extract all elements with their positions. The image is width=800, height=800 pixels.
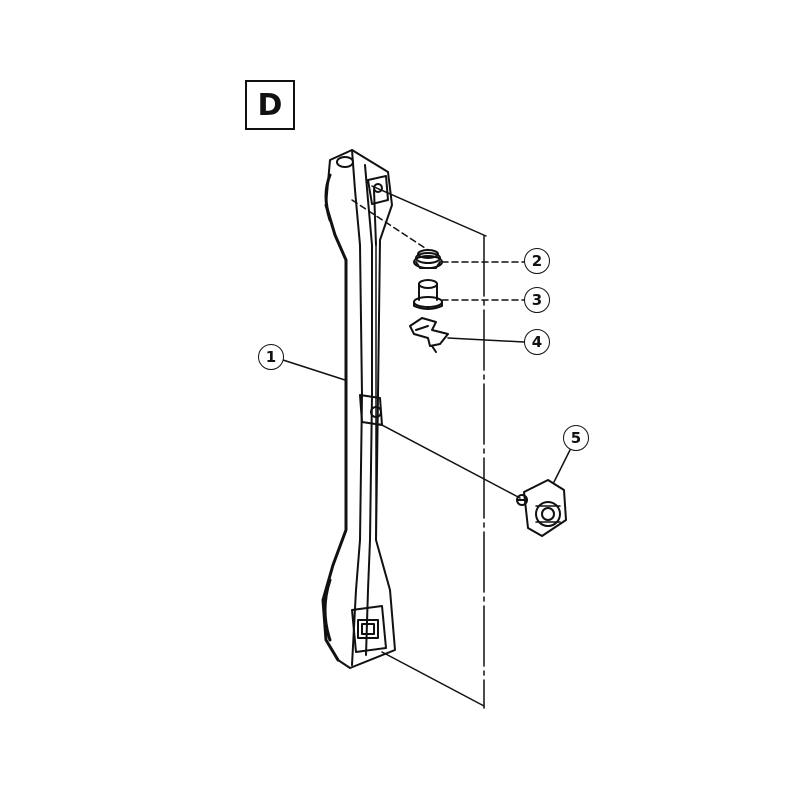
section-label-box: D	[245, 80, 295, 130]
callout-5: 5	[563, 425, 589, 451]
knob-part	[516, 479, 567, 537]
callout-1: 1	[258, 344, 284, 370]
frame-bar-part	[321, 149, 396, 669]
callout-3: 3	[524, 287, 550, 313]
callout-4: 4	[524, 329, 550, 355]
section-label: D	[257, 87, 283, 123]
leader-lines	[282, 185, 571, 709]
clip-part	[409, 317, 449, 353]
callout-2: 2	[524, 248, 550, 274]
spring-part	[413, 249, 443, 269]
bushing-part	[413, 279, 443, 310]
